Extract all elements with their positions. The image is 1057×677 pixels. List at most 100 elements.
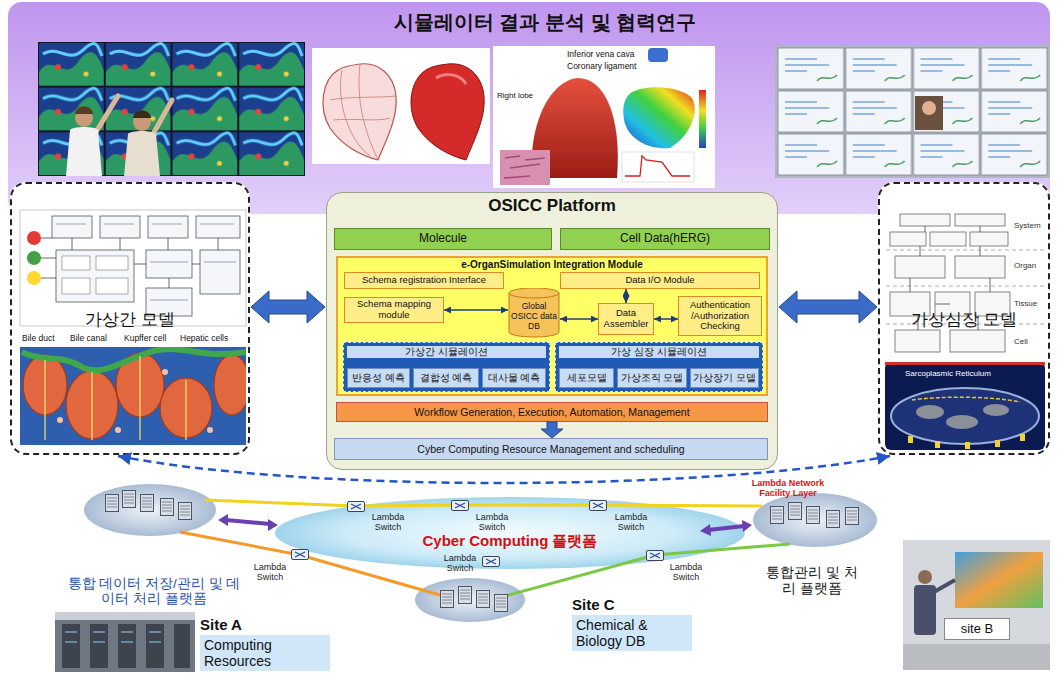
network-layer (106, 495, 119, 512)
liver-image (699, 90, 706, 148)
module-box: Schema mapping module (344, 297, 444, 323)
video-wall-photo (38, 42, 305, 176)
server-room-photo (90, 624, 108, 668)
liver-flowchart (100, 216, 140, 238)
node-text: 반응성 예측 (350, 373, 407, 384)
node-text: Global OSICC data DB (510, 302, 558, 331)
module-box: e-OrganSimulation Integration ModuleSche… (336, 256, 768, 396)
liver-flowchart (56, 224, 236, 300)
node-text: 가상장기 모델 (693, 373, 756, 384)
module-box: Data Assembler (598, 303, 654, 335)
heart-model-image (330, 64, 396, 160)
simulation-panel: 가상 심장 시뮬레이션세포모델가상조직 모델가상장기 모델 (555, 342, 763, 392)
heart-model-image (436, 75, 466, 84)
liver-flowchart (96, 278, 128, 294)
block-arrow (779, 291, 877, 323)
liver-flowchart (56, 224, 236, 300)
cardiac-cell-image (885, 362, 1045, 365)
liver-lobule-illustration (57, 417, 63, 423)
site-b-photo (955, 552, 1043, 608)
network-layer (477, 591, 490, 608)
liver-lobule-illustration (207, 427, 213, 433)
network-layer (161, 499, 174, 516)
switch-label: Lambda Switch (611, 512, 651, 532)
site-b-photo (914, 585, 936, 635)
node-text: Cyber Computing Resource Management and … (337, 443, 765, 455)
heart-model-image (411, 64, 484, 160)
video-wall-photo (38, 42, 305, 176)
network-layer (700, 520, 752, 536)
block-arrow (251, 291, 325, 323)
network-layer (827, 511, 840, 528)
server-room-photo (62, 624, 80, 668)
node-text: 대사물 예측 (485, 373, 543, 384)
switch-label: Lambda Switch (472, 512, 512, 532)
heart-flowchart (950, 330, 1005, 352)
server-room-photo (55, 612, 195, 620)
cardiac-cell-image (908, 434, 1025, 449)
level-label: Tissue (1014, 300, 1037, 309)
liver-flowchart (56, 250, 134, 302)
liver-image (493, 46, 715, 188)
node-text: Data Assembler (601, 308, 651, 330)
heart-flowchart (955, 256, 1005, 278)
site-b-photo (903, 540, 1050, 670)
video-wall-photo (38, 42, 305, 176)
network-layer (647, 551, 664, 561)
diagram-title: 시뮬레이터 결과 분석 및 협력연구 (290, 11, 800, 34)
video-wall-photo (96, 96, 118, 132)
network-layer (218, 514, 278, 531)
cell-label: Sarcoplasmic Reticulum (905, 370, 991, 379)
liver-lobule-illustration (115, 427, 121, 433)
network-layer (179, 503, 192, 520)
network-layer (275, 497, 745, 569)
liver-lobule-illustration (20, 330, 246, 445)
switch-label: Lambda Switch (250, 562, 290, 582)
module-box: Schema registration Interface (344, 272, 504, 289)
network-layer (226, 520, 270, 524)
node-text: 가상간 시뮬레이션 (347, 346, 546, 358)
anatomy-label: Bile canal (70, 334, 107, 344)
anatomy-label: Coronary ligament (566, 62, 637, 72)
simulation-panel: 가상간 시뮬레이션반응성 예측 결합성 예측 대사물 예측 (343, 342, 550, 392)
network-layer (807, 507, 820, 524)
network-layer (84, 484, 216, 536)
liver-flowchart (41, 238, 218, 288)
network-layer (708, 526, 744, 530)
heart-flowchart (895, 256, 945, 278)
network-layer (441, 591, 454, 608)
simulation-box: 결합성 예측 (413, 368, 479, 388)
switch-label: Lambda Switch (368, 512, 408, 532)
level-label: Organ (1014, 262, 1036, 271)
site-caption: 통합관리 및 처리 플랫폼 (762, 565, 862, 596)
network-layer (292, 550, 309, 560)
display-wall-photo (775, 45, 1050, 178)
server-room-photo (146, 624, 164, 668)
network-layer (846, 508, 859, 525)
simulation-box: 가상조직 모델 (617, 368, 687, 388)
network-layer (205, 500, 762, 506)
platform-label: Cyber Computing 플랫폼 (400, 533, 620, 550)
panel-ground (10, 182, 250, 455)
heart-flowchart (886, 210, 1012, 360)
liver-lobule-illustration (22, 349, 246, 370)
site-box: Site CChemical & Biology DB (572, 596, 692, 656)
network-layer (459, 587, 472, 604)
node-text: 결합성 예측 (416, 373, 476, 384)
heart-flowchart (890, 214, 1010, 352)
simulation-box: 반응성 예측 (347, 368, 410, 388)
cardiac-cell-image (912, 397, 1020, 402)
database-cylinder (509, 288, 559, 337)
liver-flowchart (196, 216, 240, 238)
heart-flowchart (930, 232, 966, 246)
cardiac-cell-image (946, 415, 978, 429)
anatomy-label: Right lobe (496, 92, 534, 101)
cardiac-cell-image (935, 441, 940, 448)
site-box: Site AComputing Resources (200, 616, 330, 672)
node-text: Authentication /Authorization Checking (681, 300, 759, 333)
node-text: Data I/O Module (563, 275, 757, 286)
server-room-photo (55, 612, 195, 672)
liver-flowchart (148, 216, 188, 238)
site-b-photo (934, 580, 955, 592)
database-cylinder (509, 293, 559, 298)
